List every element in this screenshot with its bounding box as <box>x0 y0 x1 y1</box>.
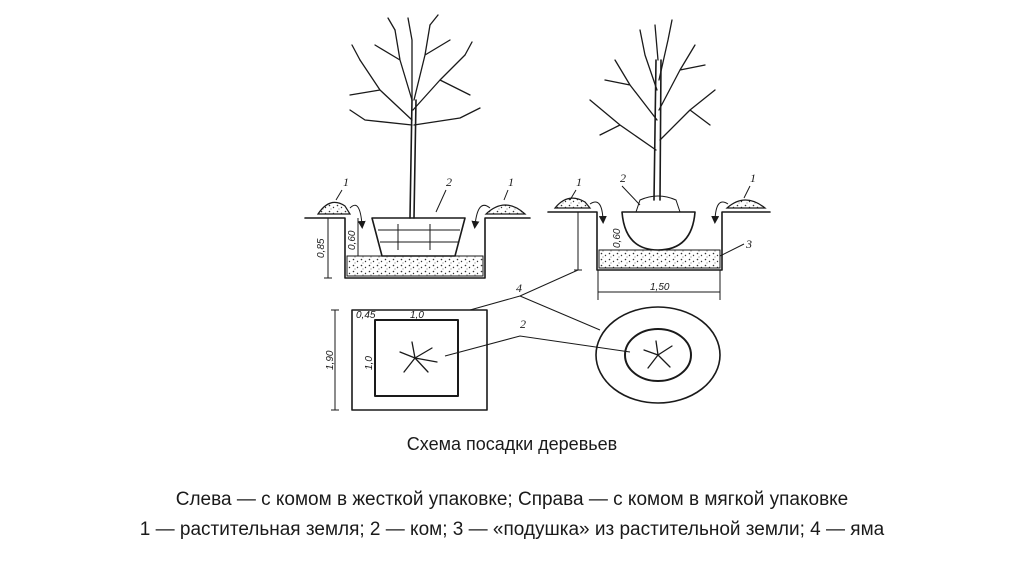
plan-circle <box>595 306 721 404</box>
right-callout-2: 2 <box>620 171 626 185</box>
plan-square-roots <box>399 341 438 373</box>
right-depth-dim <box>574 211 582 271</box>
plan-circle-roots <box>643 340 673 369</box>
left-callout-1a: 1 <box>343 175 349 189</box>
left-section: 0,85 0,60 1 2 1 <box>304 14 531 279</box>
left-trunk <box>409 99 417 219</box>
left-depth-label: 0,85 <box>316 238 327 258</box>
right-depth-label: 0,60 <box>612 228 623 248</box>
plan-square-outer-dim <box>331 309 339 411</box>
right-ball-wrap <box>635 195 681 213</box>
plan-square-top-label: 1,0 <box>410 310 424 321</box>
left-crown <box>349 14 481 126</box>
left-callout-leaders <box>335 189 509 213</box>
right-pit-outline <box>547 211 771 271</box>
right-soil-heap-1 <box>553 197 592 209</box>
right-soil-heap-2 <box>725 199 767 209</box>
left-inner-depth-label: 0,60 <box>347 230 358 250</box>
plan-square-box <box>374 319 459 397</box>
callout-2-plan-leaders <box>444 335 631 357</box>
plan-square: 1,90 1,0 1,0 0,45 <box>325 309 488 411</box>
left-wooden-box <box>371 217 466 257</box>
plan-circle-ball <box>624 328 692 382</box>
right-root-ball <box>621 211 696 251</box>
right-crown <box>589 19 716 151</box>
plan-square-inner-label: 1,0 <box>364 356 375 370</box>
left-callout-2: 2 <box>446 175 452 189</box>
left-callout-1b: 1 <box>508 175 514 189</box>
right-callout-leaders <box>569 185 751 257</box>
right-width-dim <box>597 270 721 300</box>
right-arrow-2 <box>711 201 729 224</box>
left-soil-heap-1 <box>316 201 352 215</box>
plan-square-outer-label: 1,90 <box>325 350 336 370</box>
right-callout-3: 3 <box>745 237 752 251</box>
right-width-label: 1,50 <box>650 282 670 293</box>
left-pillow-layer <box>346 255 484 277</box>
plan-square-margin-label: 0,45 <box>356 310 376 321</box>
diagram-title: Схема посадки деревьев <box>406 434 618 454</box>
right-section: 0,60 1,50 1 2 1 3 <box>547 19 771 300</box>
right-trunk <box>653 59 662 201</box>
caption-line-2: 1 — растительная земля; 2 — ком; 3 — «по… <box>139 519 885 540</box>
right-callout-1b: 1 <box>750 171 756 185</box>
left-box-slats <box>378 224 460 250</box>
plan-circle-pit <box>595 306 721 404</box>
left-arrow-1 <box>349 204 366 229</box>
plan-square-pit <box>351 309 488 411</box>
right-callout-1a: 1 <box>576 175 582 189</box>
right-arrow-1 <box>589 201 607 224</box>
callout-2-plan: 2 <box>520 317 526 331</box>
right-pillow-layer <box>598 249 721 269</box>
left-depth-dim <box>324 217 332 279</box>
left-pit-outline <box>304 217 531 279</box>
left-arrow-2 <box>471 204 491 229</box>
callout-4-leaders <box>469 269 601 331</box>
caption-line-1: Слева — с комом в жесткой упаковке; Спра… <box>175 489 849 510</box>
left-soil-heap-2 <box>484 204 527 215</box>
callout-4: 4 <box>516 281 522 295</box>
